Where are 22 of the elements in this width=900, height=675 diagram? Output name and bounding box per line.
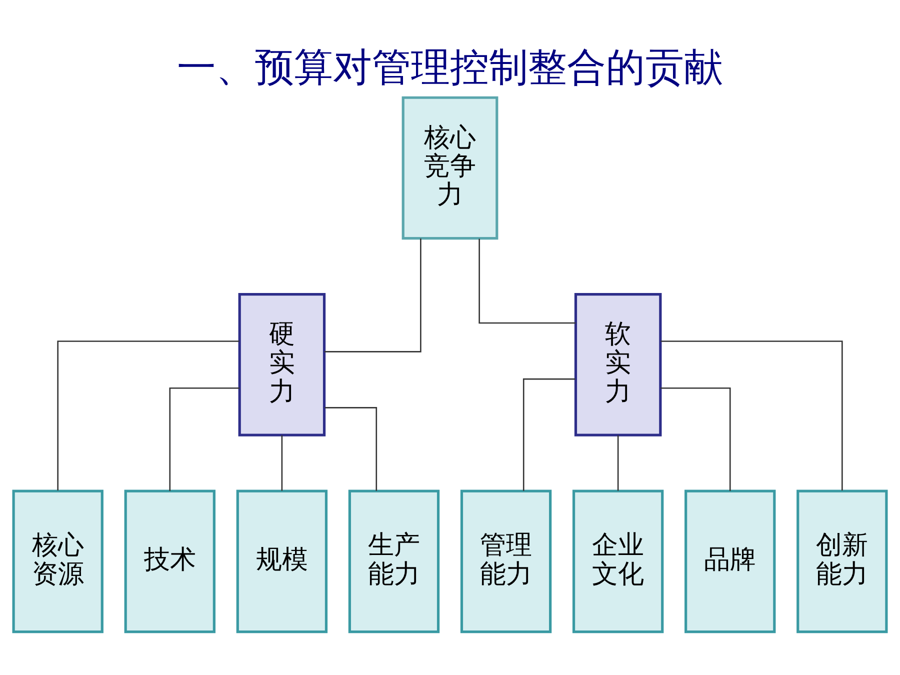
node-box: 技术 [124, 489, 216, 633]
diagram-title: 一、预算对管理控制整合的贡献 [177, 45, 723, 90]
connector [324, 406, 378, 490]
connector [57, 340, 240, 490]
connector [660, 340, 843, 490]
node-box: 核心竞争力 [402, 96, 498, 240]
node-box: 规模 [236, 489, 328, 633]
node-box: 软实力 [574, 292, 662, 436]
node-box: 管理能力 [460, 489, 552, 633]
connector [522, 378, 576, 490]
connector [169, 387, 240, 490]
node-box: 企业文化 [572, 489, 664, 633]
connector [660, 387, 731, 490]
connector [281, 434, 283, 490]
connector [617, 434, 619, 490]
connector [478, 238, 576, 324]
connector [324, 238, 422, 352]
node-box: 品牌 [684, 489, 776, 633]
node-box: 核心资源 [12, 489, 104, 633]
node-box: 生产能力 [348, 489, 440, 633]
node-box: 硬实力 [238, 292, 326, 436]
node-box: 创新能力 [796, 489, 888, 633]
